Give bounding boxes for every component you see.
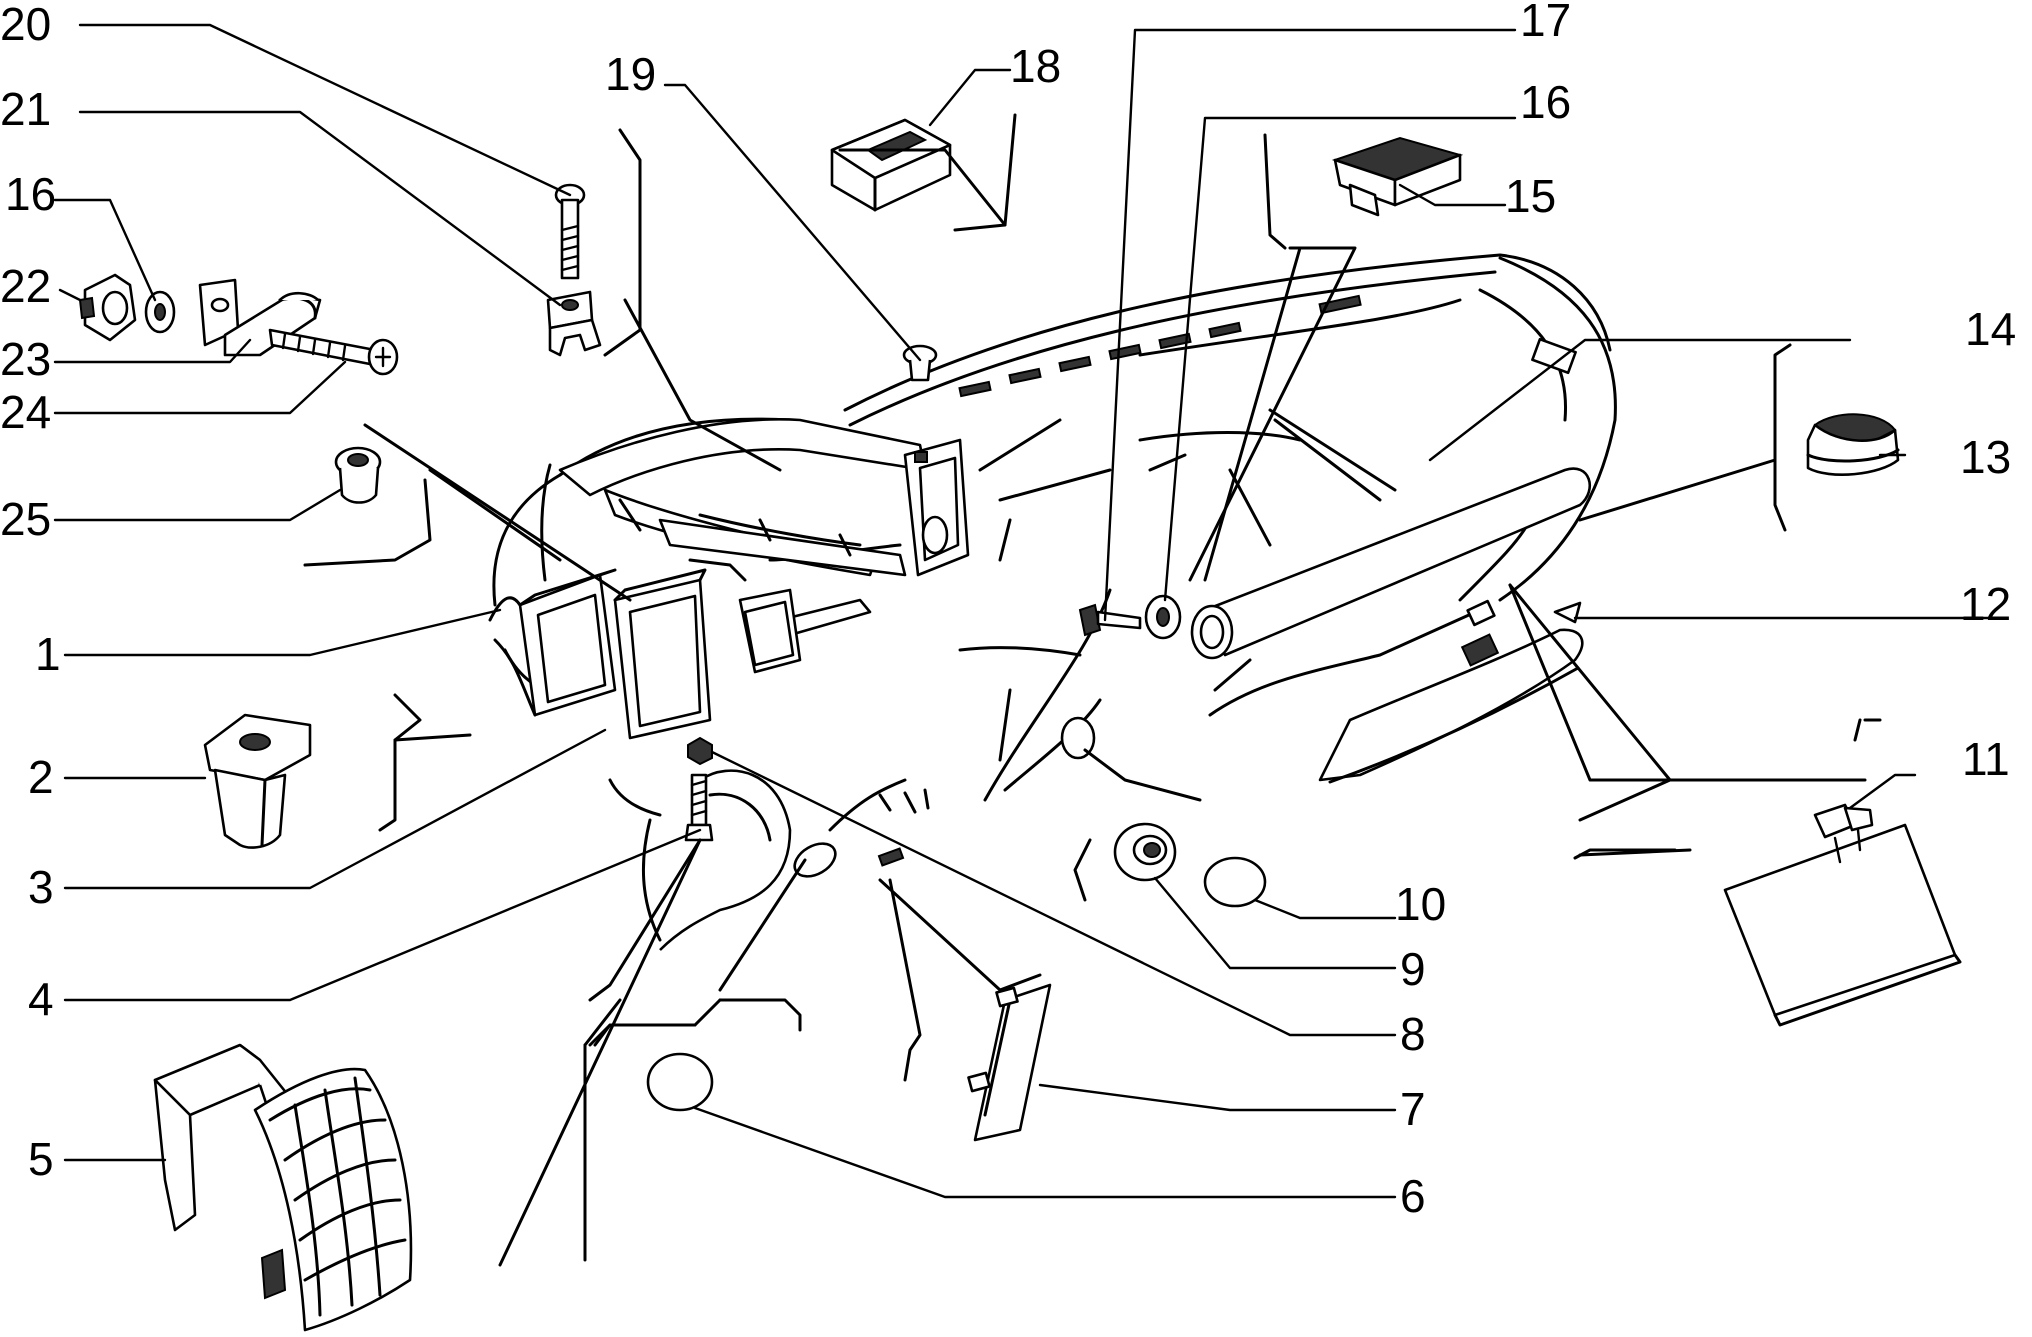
callout-16-left: 16: [5, 168, 56, 220]
callout-7: 7: [1400, 1083, 1426, 1135]
part-17-screw: [1078, 603, 1142, 637]
part-18-cap: [830, 118, 952, 212]
support-frame: [558, 418, 970, 674]
part-5-air-vent: [153, 1043, 413, 1332]
callout-10: 10: [1395, 878, 1446, 930]
callout-8: 8: [1400, 1008, 1426, 1060]
callout-18: 18: [1010, 40, 1061, 92]
callout-12: 12: [1960, 578, 2011, 630]
part-24-screw: [268, 328, 399, 376]
part-21-clip-nut: [546, 290, 602, 357]
callout-9: 9: [1400, 943, 1426, 995]
glovebox-lid: [1318, 599, 1584, 784]
part-8-nut: [687, 736, 713, 766]
part-9-grommet: [1113, 822, 1177, 882]
leader-lines: [53, 23, 1992, 1267]
callout-2: 2: [28, 751, 54, 803]
part-2-plug: [203, 713, 312, 849]
callout-16-right: 16: [1520, 76, 1571, 128]
callout-13: 13: [1960, 431, 2011, 483]
defroster-slots: [958, 294, 1362, 398]
part-14-grab-handle: [1190, 467, 1591, 660]
callout-23: 23: [0, 333, 51, 385]
callout-labels: 20 21 16 22 23 24 25 1 2 3 4 5 19 18 17 …: [0, 0, 2016, 1222]
part-11-switch: [1723, 803, 1962, 1027]
callout-25: 25: [0, 493, 51, 545]
part-22-clip: [78, 273, 137, 342]
callout-14: 14: [1965, 303, 2016, 355]
part-20-screw: [554, 183, 586, 280]
callout-4: 4: [28, 973, 54, 1025]
callout-20: 20: [0, 0, 51, 50]
part-16a-washer: [144, 290, 176, 334]
part-4-screw: [684, 773, 714, 842]
part-15-cover: [1331, 136, 1464, 217]
callout-1: 1: [35, 628, 61, 680]
callout-6: 6: [1400, 1170, 1426, 1222]
part-13-cover: [1806, 413, 1900, 476]
callout-17: 17: [1520, 0, 1571, 46]
callout-21: 21: [0, 83, 51, 135]
part-16b-washer: [1144, 594, 1182, 640]
callout-15: 15: [1505, 170, 1556, 222]
part-12-clip: [1553, 601, 1582, 624]
part-19-pin: [902, 344, 938, 382]
air-duct-outlets: [488, 568, 712, 740]
part-7-trim-panel: [967, 983, 1052, 1142]
callout-22: 22: [0, 260, 51, 312]
callout-24: 24: [0, 386, 51, 438]
callout-3: 3: [28, 861, 54, 913]
part-25-grommet: [334, 446, 382, 504]
part-6-cap: [646, 1052, 714, 1112]
part-10-cap: [1203, 856, 1267, 908]
callout-11: 11: [1962, 733, 2010, 785]
callout-5: 5: [28, 1133, 54, 1185]
callout-19: 19: [605, 48, 656, 100]
